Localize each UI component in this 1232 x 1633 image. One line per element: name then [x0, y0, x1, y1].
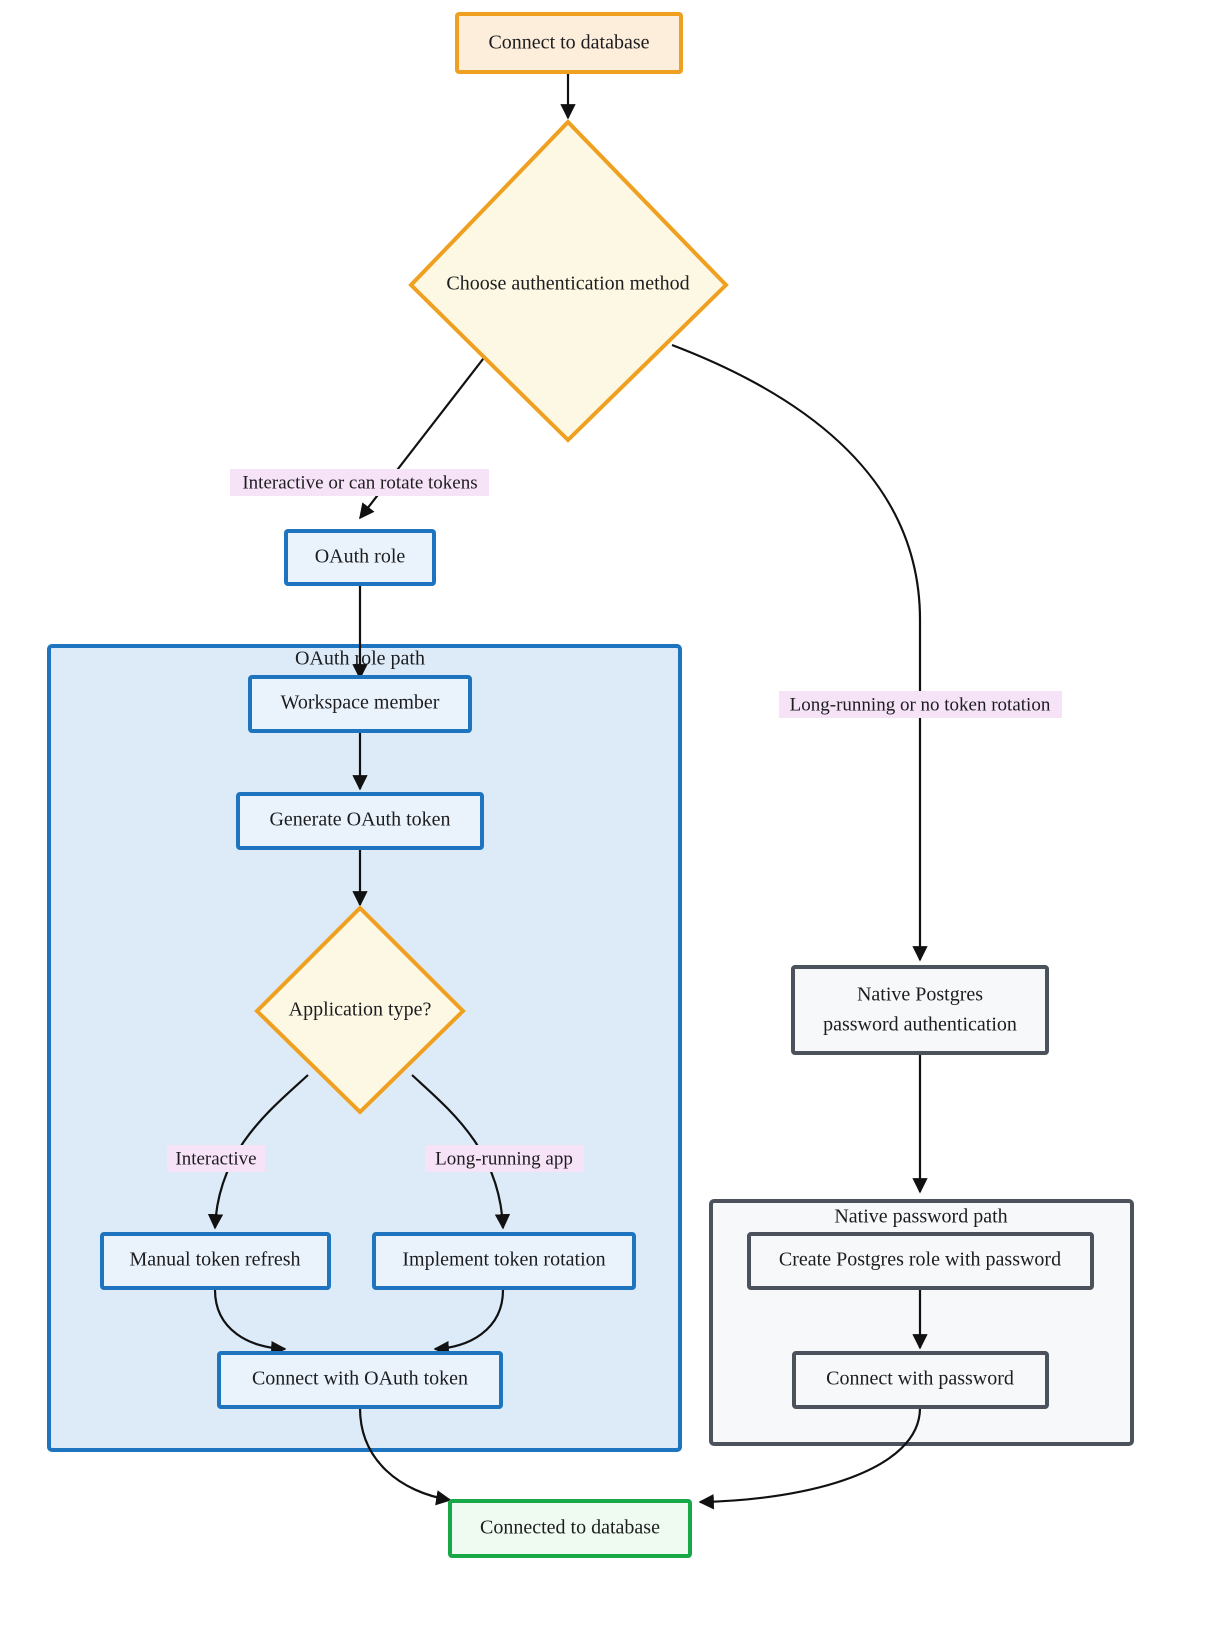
node-manual-token-refresh-box[interactable] — [100, 1232, 331, 1290]
node-manual-token-refresh-label: Manual token refresh — [129, 1249, 300, 1271]
node-manual-token-refresh[interactable]: Manual token refresh — [100, 1232, 331, 1290]
node-oauth-role-box[interactable] — [284, 529, 436, 586]
node-generate-oauth-token[interactable]: Generate OAuth token — [236, 792, 484, 850]
edge-app-type-to-token-rotation — [411, 1074, 511, 1230]
node-implement-token-rotation[interactable]: Implement token rotation — [372, 1232, 636, 1290]
node-native-postgres-label-line1: Native Postgres — [857, 984, 983, 1006]
node-choose-authentication-method-shape[interactable] — [408, 119, 729, 443]
edge-token-rotation-to-connect-oauth — [433, 1289, 505, 1357]
edge-label-interactive: Interactive — [167, 1145, 265, 1172]
node-connect-to-database-label: Connect to database — [488, 32, 649, 54]
edge-app-type-to-manual-refresh — [207, 1074, 309, 1230]
node-generate-oauth-token-label: Generate OAuth token — [269, 809, 450, 831]
node-workspace-member-box[interactable] — [248, 675, 472, 733]
node-connect-with-oauth-token[interactable]: Connect with OAuth token — [217, 1351, 503, 1409]
node-connect-with-password[interactable]: Connect with password — [792, 1351, 1049, 1409]
node-connect-to-database-box[interactable] — [455, 12, 683, 74]
edge-label-bg — [167, 1145, 265, 1172]
edge-label-text: Interactive or can rotate tokens — [242, 472, 477, 493]
node-create-postgres-role-with-password[interactable]: Create Postgres role with password — [747, 1232, 1094, 1290]
edge-connect-oauth-to-connected — [358, 1407, 452, 1506]
node-native-postgres-label-line2: password authentication — [823, 1014, 1017, 1036]
node-native-postgres-password-authentication-box[interactable] — [791, 965, 1049, 1055]
node-generate-oauth-token-box[interactable] — [236, 792, 484, 850]
node-create-postgres-role-with-password-box[interactable] — [747, 1232, 1094, 1290]
node-choose-authentication-method[interactable]: Choose authentication method — [408, 119, 729, 443]
edge-label-long-running-app: Long-running app — [425, 1145, 584, 1172]
node-application-type[interactable]: Application type? — [254, 905, 466, 1115]
node-oauth-role-label: OAuth role — [315, 546, 406, 568]
edge-label-bg — [230, 469, 489, 496]
node-implement-token-rotation-box[interactable] — [372, 1232, 636, 1290]
edge-label-interactive-or-rotate: Interactive or can rotate tokens — [230, 469, 489, 496]
edge-label-text: Long-running app — [435, 1148, 573, 1169]
node-connected-to-database-label: Connected to database — [480, 1517, 660, 1539]
edge-label-bg — [779, 691, 1062, 718]
node-connect-with-password-label: Connect with password — [826, 1368, 1014, 1390]
edge-label-bg — [425, 1145, 584, 1172]
node-choose-authentication-method-label: Choose authentication method — [446, 273, 689, 295]
node-application-type-label: Application type? — [289, 999, 432, 1021]
subgraph-native-password-path-title: Native password path — [834, 1206, 1007, 1228]
node-connect-with-password-box[interactable] — [792, 1351, 1049, 1409]
edge-label-text: Long-running or no token rotation — [790, 694, 1051, 715]
node-create-postgres-role-with-password-label: Create Postgres role with password — [779, 1249, 1061, 1271]
edge-manual-refresh-to-connect-oauth — [213, 1289, 287, 1357]
node-connect-to-database[interactable]: Connect to database — [455, 12, 683, 74]
edge-label-long-running-no-rotation: Long-running or no token rotation — [779, 691, 1062, 718]
edge-decision-to-native-postgres — [671, 343, 928, 962]
edge-label-text: Interactive — [175, 1148, 256, 1169]
node-implement-token-rotation-label: Implement token rotation — [402, 1249, 605, 1271]
node-connect-with-oauth-token-label: Connect with OAuth token — [252, 1368, 468, 1390]
node-connected-to-database-box[interactable] — [448, 1499, 692, 1558]
node-connect-with-oauth-token-box[interactable] — [217, 1351, 503, 1409]
node-workspace-member[interactable]: Workspace member — [248, 675, 472, 733]
node-connected-to-database[interactable]: Connected to database — [448, 1499, 692, 1558]
node-application-type-shape[interactable] — [254, 905, 466, 1115]
node-native-postgres-password-authentication[interactable]: Native Postgres password authentication — [791, 965, 1049, 1055]
edge-connect-password-to-connected — [698, 1407, 922, 1510]
node-workspace-member-label: Workspace member — [281, 692, 440, 714]
node-oauth-role[interactable]: OAuth role — [284, 529, 436, 586]
